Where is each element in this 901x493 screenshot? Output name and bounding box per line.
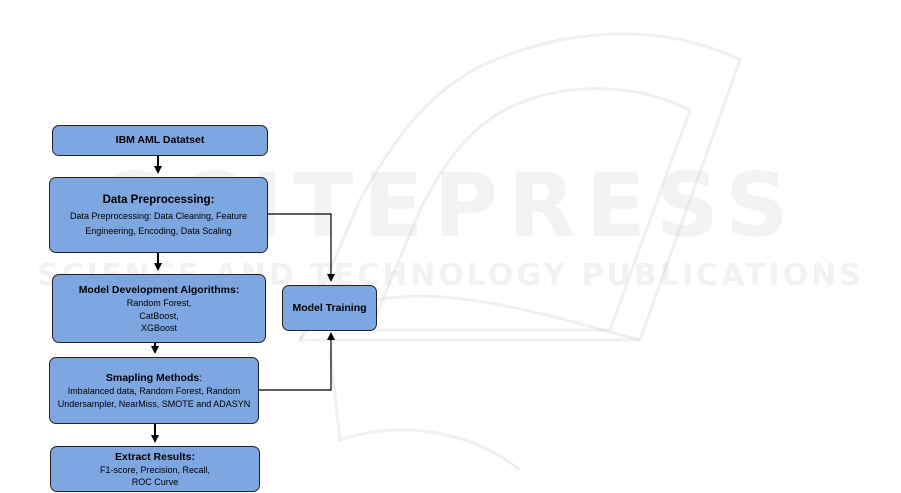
node-models-line: CatBoost, — [139, 310, 179, 321]
arrow-sampling-to-training — [259, 332, 335, 391]
node-results-title: Extract Results: — [115, 450, 195, 463]
node-preprocessing-line: Engineering, Encoding, Data Scaling — [85, 226, 232, 237]
node-results-line: F1-score, Precision, Recall, — [99, 464, 211, 475]
node-sampling-line: Undersampler, NearMiss, SMOTE and ADASYN — [57, 398, 251, 409]
node-sampling[interactable]: Smapling Methods: Imbalanced data, Rando… — [49, 357, 259, 424]
node-dataset[interactable]: IBM AML Datatset — [52, 125, 268, 156]
node-models-line: Random Forest, — [126, 298, 192, 309]
node-preprocessing-line: Data Preprocessing: Data Cleaning, Featu… — [69, 211, 248, 222]
node-training[interactable]: Model Training — [282, 285, 377, 331]
node-dataset-title: IBM AML Datatset — [115, 134, 205, 147]
node-models[interactable]: Model Development Algorithms: Random For… — [52, 274, 266, 343]
node-sampling-line: Imbalanced data, Random Forest, Random — [67, 386, 241, 397]
node-sampling-title: Smapling Methods — [105, 372, 200, 385]
node-preprocessing-title: Data Preprocessing: — [102, 193, 215, 206]
node-sampling-title-suffix: : — [199, 372, 203, 385]
node-results-line: ROC Curve — [131, 477, 179, 488]
node-preprocessing[interactable]: Data Preprocessing: Data Preprocessing: … — [49, 177, 268, 253]
node-training-title: Model Training — [292, 301, 367, 314]
node-models-title: Model Development Algorithms: — [78, 284, 240, 297]
node-results[interactable]: Extract Results: F1-score, Precision, Re… — [50, 446, 260, 492]
arrow-preprocessing-to-training — [268, 213, 335, 282]
node-models-line: XGBoost — [140, 322, 178, 333]
